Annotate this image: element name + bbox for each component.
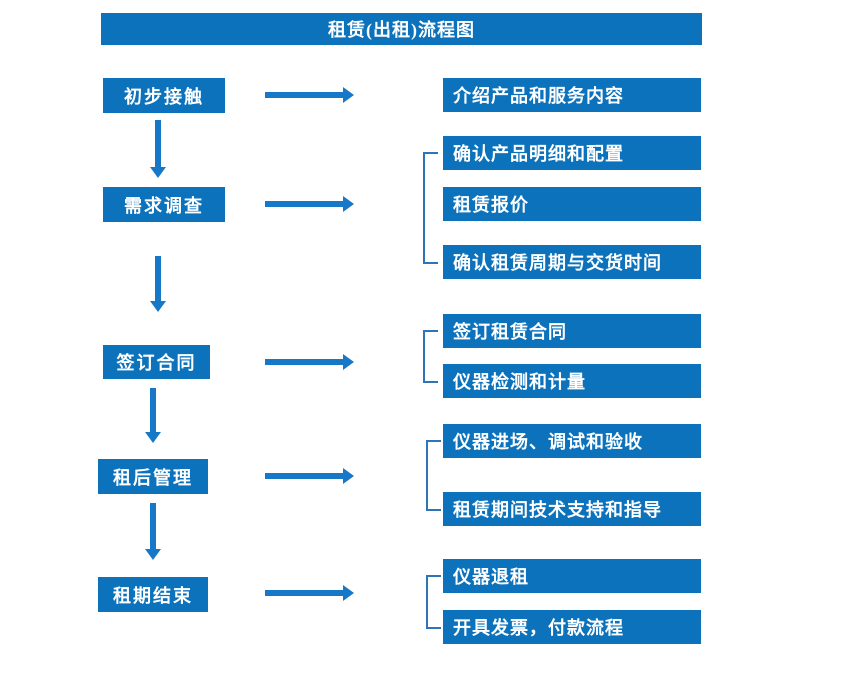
arrow-shaft: [150, 503, 156, 550]
output-box: 仪器退租: [443, 559, 701, 593]
step-demand-survey: 需求调查: [103, 187, 225, 222]
arrow-shaft: [150, 388, 156, 433]
arrow-head: [145, 549, 161, 560]
arrow-head: [343, 468, 354, 484]
arrow-head: [150, 167, 166, 178]
arrow-head: [150, 301, 166, 312]
arrow-head: [343, 87, 354, 103]
arrow-shaft: [265, 359, 344, 365]
arrow-shaft: [265, 590, 344, 596]
arrow-shaft: [265, 92, 344, 98]
step-post-rental-management: 租后管理: [98, 459, 208, 494]
arrow-right-icon: [265, 354, 354, 370]
output-box: 开具发票，付款流程: [443, 610, 701, 644]
output-box: 租赁期间技术支持和指导: [443, 492, 701, 526]
arrow-down-icon: [145, 388, 161, 443]
arrow-head: [343, 354, 354, 370]
group-bracket: [423, 330, 438, 383]
arrow-head: [343, 585, 354, 601]
output-box: 签订租赁合同: [443, 314, 701, 348]
group-bracket: [426, 575, 441, 629]
step-initial-contact: 初步接触: [103, 78, 225, 113]
output-box: 租赁报价: [443, 187, 701, 221]
output-box: 确认租赁周期与交货时间: [443, 245, 701, 279]
output-box: 仪器检测和计量: [443, 364, 701, 398]
arrow-right-icon: [265, 87, 354, 103]
arrow-right-icon: [265, 585, 354, 601]
arrow-shaft: [265, 201, 344, 207]
output-box: 仪器进场、调试和验收: [443, 424, 701, 458]
group-bracket: [423, 152, 438, 264]
arrow-shaft: [155, 256, 161, 302]
output-box: 确认产品明细和配置: [443, 136, 701, 170]
arrow-head: [145, 432, 161, 443]
arrow-right-icon: [265, 196, 354, 212]
step-sign-contract: 签订合同: [103, 345, 210, 379]
arrow-down-icon: [150, 256, 166, 312]
arrow-down-icon: [145, 503, 161, 560]
arrow-shaft: [155, 120, 161, 168]
arrow-down-icon: [150, 120, 166, 178]
step-rental-end: 租期结束: [98, 577, 208, 612]
arrow-head: [343, 196, 354, 212]
arrow-right-icon: [265, 468, 354, 484]
flowchart-title: 租赁(出租)流程图: [101, 13, 702, 45]
group-bracket: [426, 440, 441, 511]
arrow-shaft: [265, 473, 344, 479]
output-box: 介绍产品和服务内容: [443, 78, 701, 112]
